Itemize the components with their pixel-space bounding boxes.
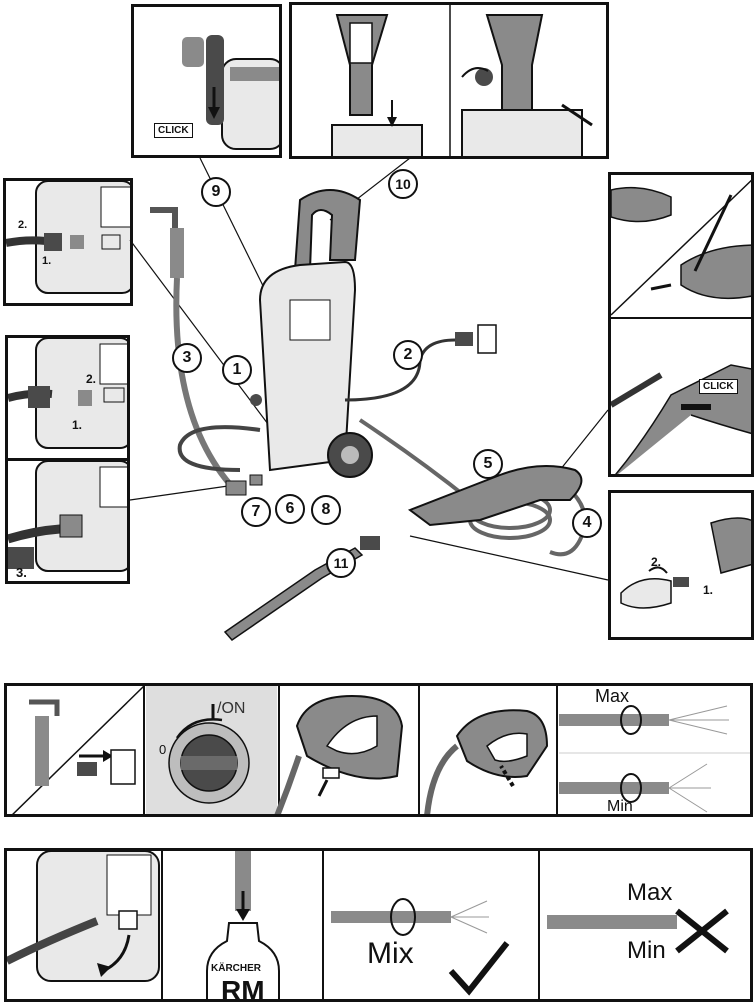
callout-4: 4 (572, 508, 602, 538)
max-label: Max (627, 879, 673, 906)
callout-11: 11 (326, 548, 356, 578)
step-2-label: 2. (651, 555, 662, 569)
min-label: Min (627, 937, 666, 964)
callout-10: 10 (388, 169, 418, 199)
panel-9-gun-holder: CLICK (131, 4, 282, 158)
callout-9: 9 (201, 177, 231, 207)
panel-10-handle-mounting (289, 2, 609, 159)
step-1-label: 1. (42, 255, 52, 267)
panel-hose-connect-b: 2. 1. (5, 335, 130, 461)
panel-gun-assembly: CLICK (608, 172, 754, 477)
callout-5: 5 (473, 449, 503, 479)
mix-label: Mix (367, 937, 414, 970)
callout-6: 6 (275, 494, 305, 524)
step-1-label: 1. (72, 418, 83, 432)
click-label: CLICK (699, 379, 738, 394)
bottle-product-label: RM (221, 975, 265, 1002)
panel-hose-connect-a: 2. 1. (3, 178, 133, 306)
detergent-strip: KÄRCHER RM Mix Max Min (4, 848, 753, 1002)
panel-nozzle-attach: 2. 1. (608, 490, 754, 640)
callout-8: 8 (311, 495, 341, 525)
step-2-label: 2. (86, 372, 97, 386)
callout-7: 7 (241, 497, 271, 527)
min-label: Min (607, 798, 633, 815)
switch-off-label: 0 (159, 742, 167, 757)
operation-strip: /ON 0 Max Min (4, 683, 753, 817)
pressure-washer-illustration (129, 157, 609, 641)
step-2-label: 2. (18, 219, 28, 231)
callout-3: 3 (172, 343, 202, 373)
step-1-label: 1. (703, 583, 714, 597)
step-3-label: 3. (16, 565, 27, 580)
callout-2: 2 (393, 340, 423, 370)
callout-1: 1 (222, 355, 252, 385)
panel-hose-connect-c: 3. (5, 458, 130, 584)
switch-on-label: /ON (217, 700, 246, 717)
bottle-brand-label: KÄRCHER (211, 963, 261, 974)
click-label: CLICK (154, 123, 193, 138)
max-label: Max (595, 686, 630, 706)
